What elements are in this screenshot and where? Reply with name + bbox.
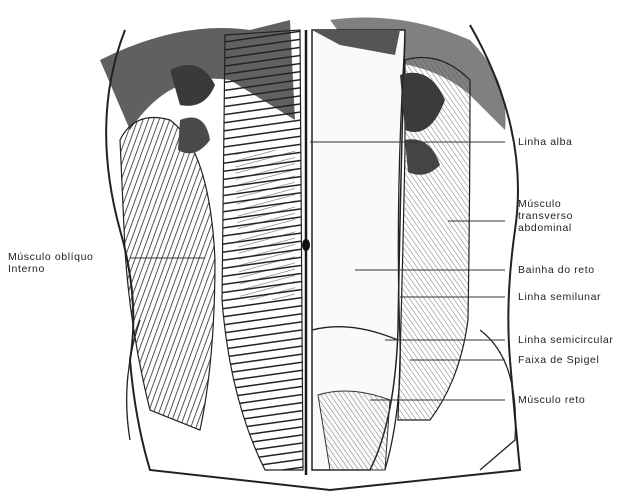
label-bainha-reto: Bainha do reto <box>518 264 595 276</box>
rib-patch-2 <box>178 118 210 154</box>
internal-oblique-left <box>120 118 215 431</box>
rectus-lower-right <box>318 391 390 470</box>
label-linha-semicircular: Linha semicircular <box>518 334 613 346</box>
label-musculo-reto: Músculo reto <box>518 394 585 406</box>
umbilicus <box>302 239 310 251</box>
label-musculo-obliquo: Músculo oblíquo Interno <box>8 251 93 275</box>
label-faixa-spigel: Faixa de Spigel <box>518 354 599 366</box>
label-musculo-transverso: Músculo transverso abdominal <box>518 198 573 234</box>
label-linha-semilunar: Linha semilunar <box>518 291 601 303</box>
rectus-left-shade <box>235 150 295 300</box>
label-linha-alba: Linha alba <box>518 136 572 148</box>
